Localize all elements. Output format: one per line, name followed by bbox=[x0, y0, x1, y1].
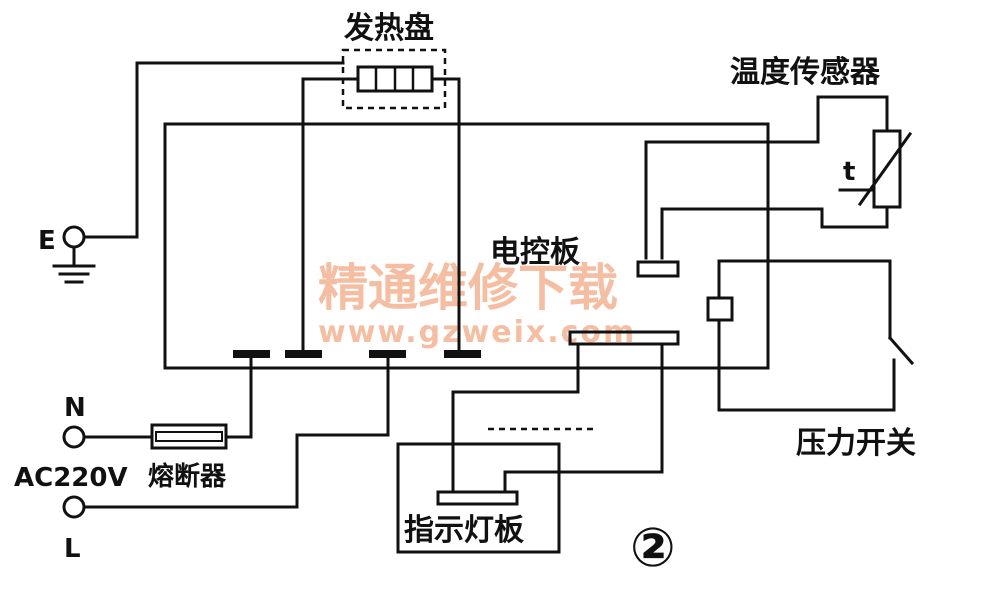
pressure-switch-connector bbox=[706, 296, 734, 322]
terminal-heater-left bbox=[285, 350, 322, 358]
neutral-terminal-circle bbox=[62, 425, 86, 449]
pressure-switch-label: 压力开关 bbox=[796, 426, 916, 461]
ground-terminal-circle bbox=[62, 225, 86, 249]
heating-plate: 发热盘 bbox=[341, 11, 447, 110]
pressure-switch-contact bbox=[887, 335, 915, 366]
pressure-switch-wire-bottom bbox=[717, 318, 896, 412]
watermark-text: 精通维修下载 bbox=[318, 259, 618, 317]
ground-wire bbox=[84, 61, 345, 239]
terminal-fuse bbox=[233, 350, 270, 358]
fuse-label: 熔断器 bbox=[148, 461, 227, 492]
supply-label: AC220V bbox=[14, 463, 128, 493]
indicator-board-connector bbox=[436, 490, 519, 506]
pressure-switch: 压力开关 bbox=[706, 259, 916, 461]
fuse-wire bbox=[224, 356, 253, 439]
live-wire bbox=[82, 356, 390, 509]
figure-number: ② bbox=[630, 516, 676, 579]
indicator-wire-1 bbox=[451, 342, 580, 494]
sensor-wire-2 bbox=[660, 205, 889, 260]
control-board-outline bbox=[163, 122, 770, 370]
indicator-board: 指示灯板 bbox=[396, 342, 664, 554]
heating-wire-left bbox=[301, 77, 360, 357]
indicator-connector bbox=[568, 330, 680, 346]
live-terminal-circle bbox=[62, 495, 86, 519]
heating-plate-label: 发热盘 bbox=[343, 11, 434, 46]
pressure-switch-wire-top bbox=[717, 259, 892, 340]
temperature-sensor-label: 温度传感器 bbox=[730, 55, 881, 90]
thermistor-icon bbox=[872, 129, 902, 209]
indicator-wire-2 bbox=[503, 342, 664, 494]
sensor-connector bbox=[636, 260, 680, 278]
thermistor-slash bbox=[857, 131, 913, 207]
indicator-board-outline bbox=[396, 442, 561, 554]
sensor-wire-1 bbox=[644, 95, 820, 260]
ground-label: E bbox=[38, 226, 56, 256]
temperature-sensor: 温度传感器 t bbox=[644, 55, 913, 260]
neutral-circuit: N 熔断器 bbox=[62, 356, 253, 492]
heating-wire-right bbox=[430, 77, 461, 357]
sensor-lead-top bbox=[816, 95, 889, 133]
neutral-label: N bbox=[64, 393, 86, 423]
fuse-element bbox=[155, 431, 223, 442]
live-circuit: L bbox=[62, 356, 390, 564]
control-board-label: 电控板 bbox=[490, 235, 580, 270]
live-label: L bbox=[64, 534, 81, 564]
indicator-board-label: 指示灯板 bbox=[404, 513, 524, 548]
thermistor-symbol: t bbox=[843, 157, 855, 187]
terminal-heater-right bbox=[444, 350, 481, 358]
ground-terminal: E bbox=[38, 225, 96, 284]
terminal-live bbox=[369, 350, 406, 358]
watermark: 精通维修下载 www.gzweix.com bbox=[318, 259, 634, 350]
fuse-icon bbox=[150, 423, 228, 450]
